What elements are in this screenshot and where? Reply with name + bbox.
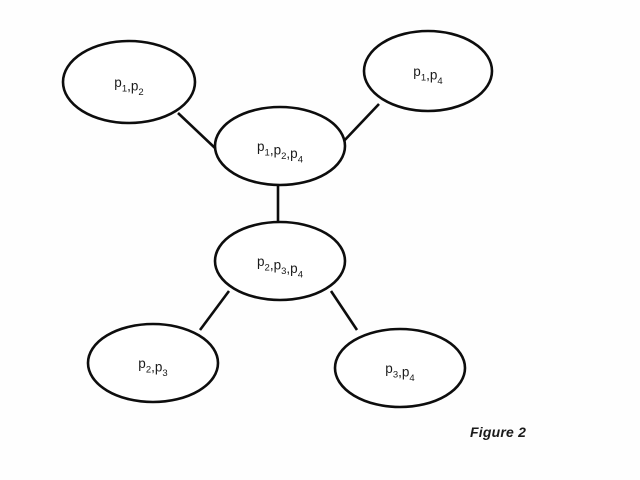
edge-p1p2-to-p1p2p4 <box>177 112 216 149</box>
edge-p1p4-to-p1p2p4 <box>341 103 380 144</box>
node-p1-p2-p4[interactable]: p1,p2,p4 <box>213 105 347 187</box>
edge-layer <box>177 103 380 331</box>
node-p1-p4[interactable]: p1,p4 <box>362 29 494 113</box>
node-p2-p3-p4-label: p2,p3,p4 <box>257 254 303 281</box>
node-p1-p2-p4-label: p1,p2,p4 <box>257 139 303 166</box>
edge-p2p3p4-to-p2p3 <box>198 290 231 331</box>
node-p1-p2-shape[interactable] <box>61 39 197 125</box>
node-p2-p3-shape[interactable] <box>86 322 220 404</box>
node-p1-p2-label: p1,p2 <box>114 75 143 99</box>
node-p1-p2-p4-shape[interactable] <box>213 105 347 187</box>
node-p2-p3[interactable]: p2,p3 <box>86 322 220 404</box>
node-p3-p4-label: p3,p4 <box>385 361 414 385</box>
node-p1-p2[interactable]: p1,p2 <box>61 39 197 125</box>
node-p3-p4[interactable]: p3,p4 <box>333 327 467 409</box>
node-layer: p1,p2 p1,p4 p1,p2,p4 p2,p3,p4 p2,p3 p3,p4 <box>61 29 494 409</box>
node-p2-p3-p4-shape[interactable] <box>213 220 347 302</box>
figure-caption: Figure 2 <box>470 424 527 440</box>
node-p3-p4-shape[interactable] <box>333 327 467 409</box>
node-p1-p4-label: p1,p4 <box>413 64 442 88</box>
node-p2-p3-label: p2,p3 <box>138 356 167 380</box>
edge-p2p3p4-to-p3p4 <box>329 290 359 331</box>
node-p2-p3-p4[interactable]: p2,p3,p4 <box>213 220 347 302</box>
node-p1-p4-shape[interactable] <box>362 29 494 113</box>
